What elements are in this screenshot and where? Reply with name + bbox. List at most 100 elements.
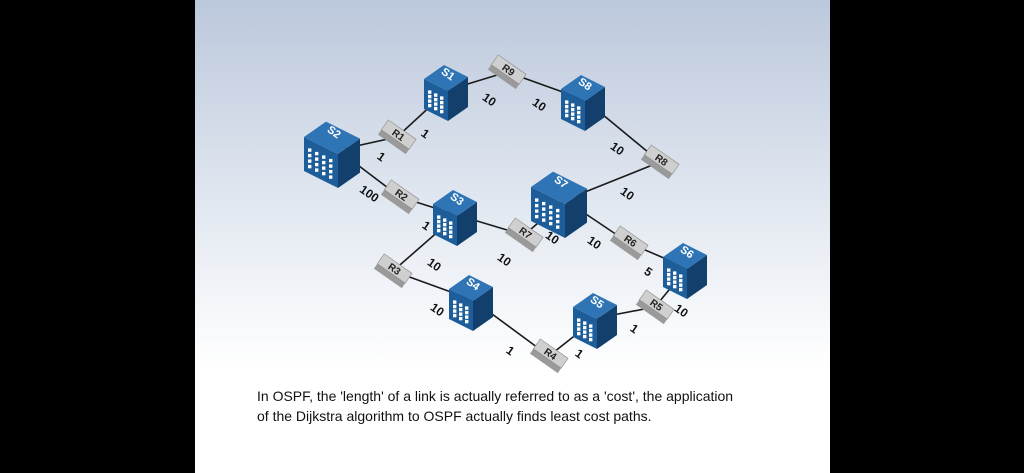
switch-s8-window (571, 107, 575, 112)
switch-s4-window (453, 309, 457, 313)
link-cost-s3-r3: 10 (425, 255, 444, 274)
switch-s5-window (577, 318, 581, 322)
switch-s1-window (428, 103, 432, 108)
switch-s8-window (571, 103, 575, 107)
switch-s8-window (577, 119, 581, 124)
switch-s5-window (577, 322, 581, 327)
switch-s8-window (571, 116, 575, 121)
switch-s5-window (583, 330, 587, 334)
switch-s2-top (304, 121, 360, 154)
switch-s6-window (673, 284, 677, 289)
switch-s8-side (585, 87, 605, 131)
switch-s6-window (679, 287, 683, 292)
switch-s7-window (556, 219, 560, 224)
switch-s1-window (440, 105, 444, 109)
switch-s2-window (322, 171, 326, 176)
switch-s3-window (437, 215, 441, 219)
switch-s2-window (322, 166, 326, 170)
switch-s7-window (549, 205, 553, 209)
switch-s6-window (679, 283, 683, 287)
router-r7[interactable]: R7 (504, 217, 544, 253)
router-r1[interactable]: R1 (377, 119, 417, 155)
router-r8-top (643, 144, 680, 175)
router-r3-top (376, 253, 413, 284)
switch-s1-window (428, 99, 432, 103)
router-r5-top (638, 289, 675, 320)
switch-s4[interactable]: S4 (449, 275, 493, 331)
switch-s5-window (583, 334, 587, 339)
router-r8[interactable]: R8 (640, 144, 680, 180)
switch-s2-window (308, 153, 312, 158)
switch-s7-window (549, 221, 553, 226)
switch-s1-window (440, 96, 444, 100)
link-cost-r6-s6: 5 (642, 264, 656, 279)
switch-s8[interactable]: S8 (561, 75, 605, 131)
switch-s1-window (440, 100, 444, 105)
switch-s2[interactable]: S2 (304, 121, 360, 188)
switch-s5-top (573, 293, 617, 319)
caption: In OSPF, the 'length' of a link is actua… (257, 386, 817, 426)
switch-s1-window (434, 102, 438, 106)
switch-s3-side (457, 202, 477, 246)
link-cost-s7-r6: 10 (585, 233, 604, 252)
switch-s7-window (542, 218, 546, 222)
switch-s4-window (465, 310, 469, 315)
switch-s2-window (329, 175, 333, 179)
switch-s4-side (473, 287, 493, 331)
router-r5[interactable]: R5 (635, 289, 675, 325)
links-layer (337, 71, 688, 357)
switch-s2-window (322, 155, 326, 159)
switch-s1-side (448, 77, 468, 121)
switch-s3-window (449, 225, 453, 230)
switch-s3-window (437, 219, 441, 224)
switch-s6-side (687, 255, 707, 299)
switch-s3[interactable]: S3 (433, 190, 477, 246)
switch-s2-side (338, 138, 360, 188)
switch-s4-window (459, 307, 463, 312)
link-cost-s1-r1: 1 (419, 126, 433, 141)
switch-s8-window (571, 112, 575, 116)
switch-s5-window (583, 321, 587, 325)
router-r3[interactable]: R3 (373, 253, 413, 289)
router-r4-top (532, 338, 569, 369)
link-cost-s4-r4: 1 (504, 343, 518, 358)
switch-s5[interactable]: S5 (573, 293, 617, 349)
switch-s1-window (428, 90, 432, 94)
switch-s2-window (329, 164, 333, 168)
router-r2-top (383, 179, 420, 210)
switch-s7-window (556, 225, 560, 229)
switch-s3-window (443, 231, 447, 236)
router-r2[interactable]: R2 (380, 179, 420, 215)
switch-s5-window (589, 324, 593, 328)
router-r9[interactable]: R9 (487, 54, 527, 90)
link-cost-r8-s7: 10 (618, 184, 637, 203)
link-cost-r2-s3: 1 (420, 218, 434, 233)
switch-s2-window (315, 157, 319, 161)
switch-s4-window (459, 303, 463, 307)
switch-s7-window (535, 198, 539, 202)
switch-s3-top (433, 190, 477, 216)
switch-s3-window (449, 234, 453, 239)
switch-s8-top (561, 75, 605, 101)
switch-s2-window (308, 159, 312, 163)
link-cost-s3-r7: 10 (495, 250, 514, 269)
router-r6-top (612, 225, 649, 256)
switch-s6[interactable]: S6 (663, 243, 707, 299)
switch-s6-window (673, 280, 677, 284)
link-cost-r4-s5: 1 (573, 346, 587, 361)
link-cost-s5-r5: 1 (628, 321, 642, 336)
link-cost-s1-r9: 10 (480, 90, 499, 109)
switch-s7[interactable]: S7 (531, 171, 587, 238)
switch-s6-window (673, 275, 677, 280)
switch-s1-window (440, 109, 444, 114)
router-r6[interactable]: R6 (609, 225, 649, 261)
switch-s2-window (315, 162, 319, 167)
switch-s3-window (437, 224, 441, 228)
switch-s4-window (453, 300, 457, 304)
switch-s1[interactable]: S1 (424, 65, 468, 121)
caption-line-2: of the Dijkstra algorithm to OSPF actual… (257, 408, 652, 424)
switch-s6-window (667, 277, 671, 281)
router-r4[interactable]: R4 (529, 338, 569, 374)
